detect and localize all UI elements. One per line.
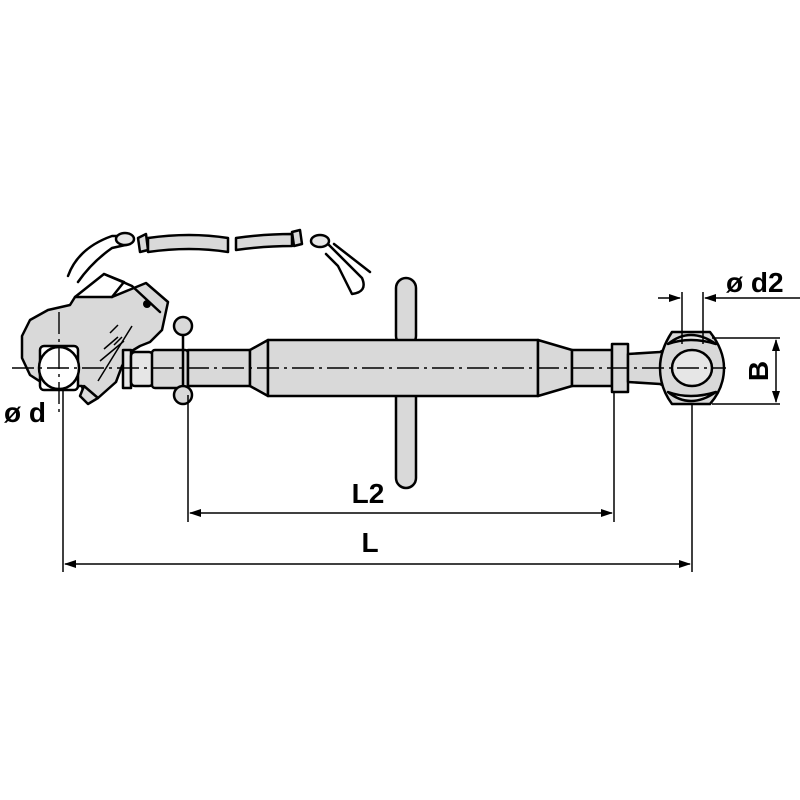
label-d: ø d: [4, 397, 46, 428]
label-l2: L2: [352, 478, 385, 509]
handle-bar-top: [394, 276, 418, 348]
label-b: B: [743, 361, 774, 381]
label-d2: ø d2: [726, 267, 784, 298]
safety-chain: [66, 228, 372, 296]
lock-nut: [150, 315, 194, 406]
label-l: L: [361, 527, 378, 558]
